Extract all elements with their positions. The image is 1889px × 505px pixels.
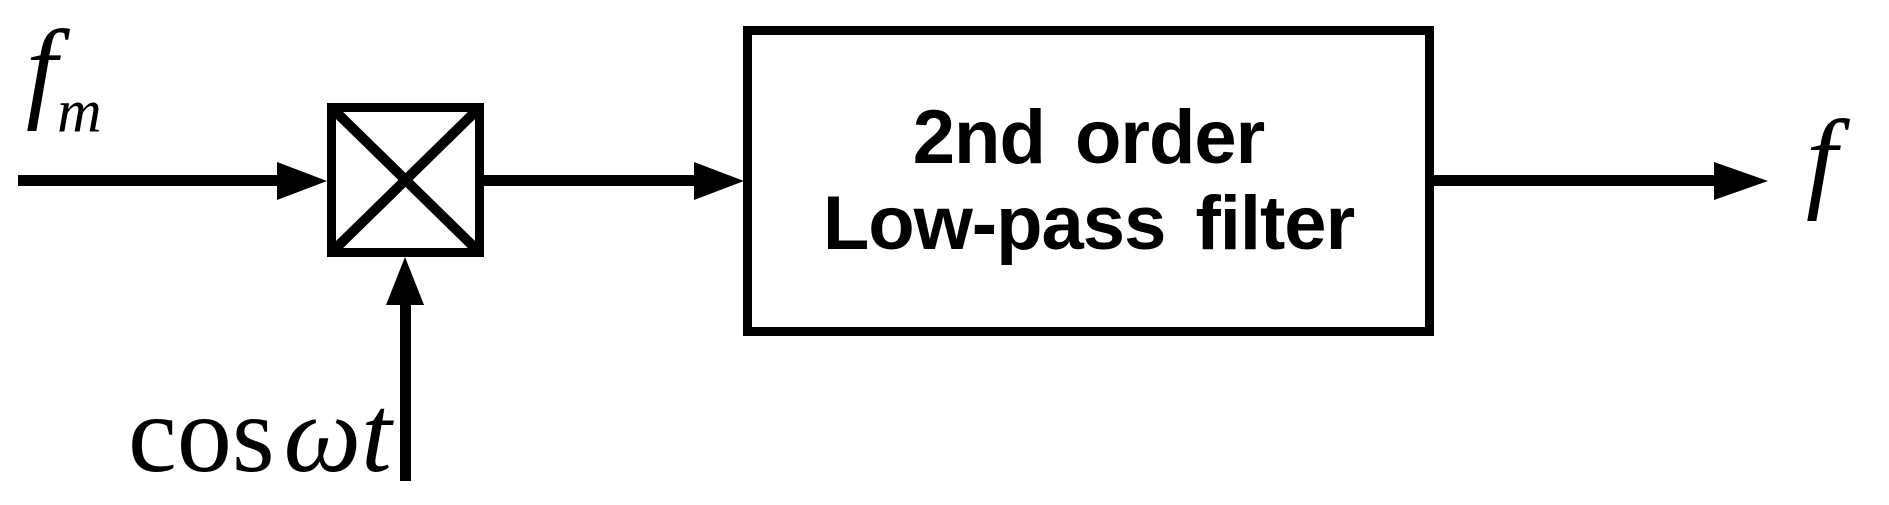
carrier-signal-label: cosωt — [128, 379, 392, 489]
input-signal-label: fm — [26, 14, 102, 143]
filter-input-arrowhead-icon — [694, 162, 744, 200]
output-arrow-line — [1434, 175, 1716, 186]
carrier-label-argument: ωt — [283, 373, 392, 495]
carrier-label-function: cos — [128, 373, 275, 495]
input-arrow-line — [18, 175, 280, 186]
carrier-arrowhead-icon — [386, 257, 424, 305]
carrier-arrow-line — [400, 303, 411, 481]
multiplier-cross-icon — [336, 112, 475, 248]
input-label-subscript: m — [57, 77, 102, 146]
input-arrowhead-icon — [277, 162, 327, 200]
mixer-block — [327, 103, 484, 257]
mixer-output-arrow-line — [484, 175, 696, 186]
output-signal-label: f — [1806, 98, 1838, 222]
input-label-base: f — [26, 8, 58, 132]
filter-label-line1: 2nd order — [912, 95, 1265, 180]
lowpass-filter-block: 2nd order Low-pass filter — [743, 26, 1434, 336]
output-arrowhead-icon — [1714, 162, 1768, 200]
filter-label-line2: Low-pass filter — [822, 181, 1355, 266]
